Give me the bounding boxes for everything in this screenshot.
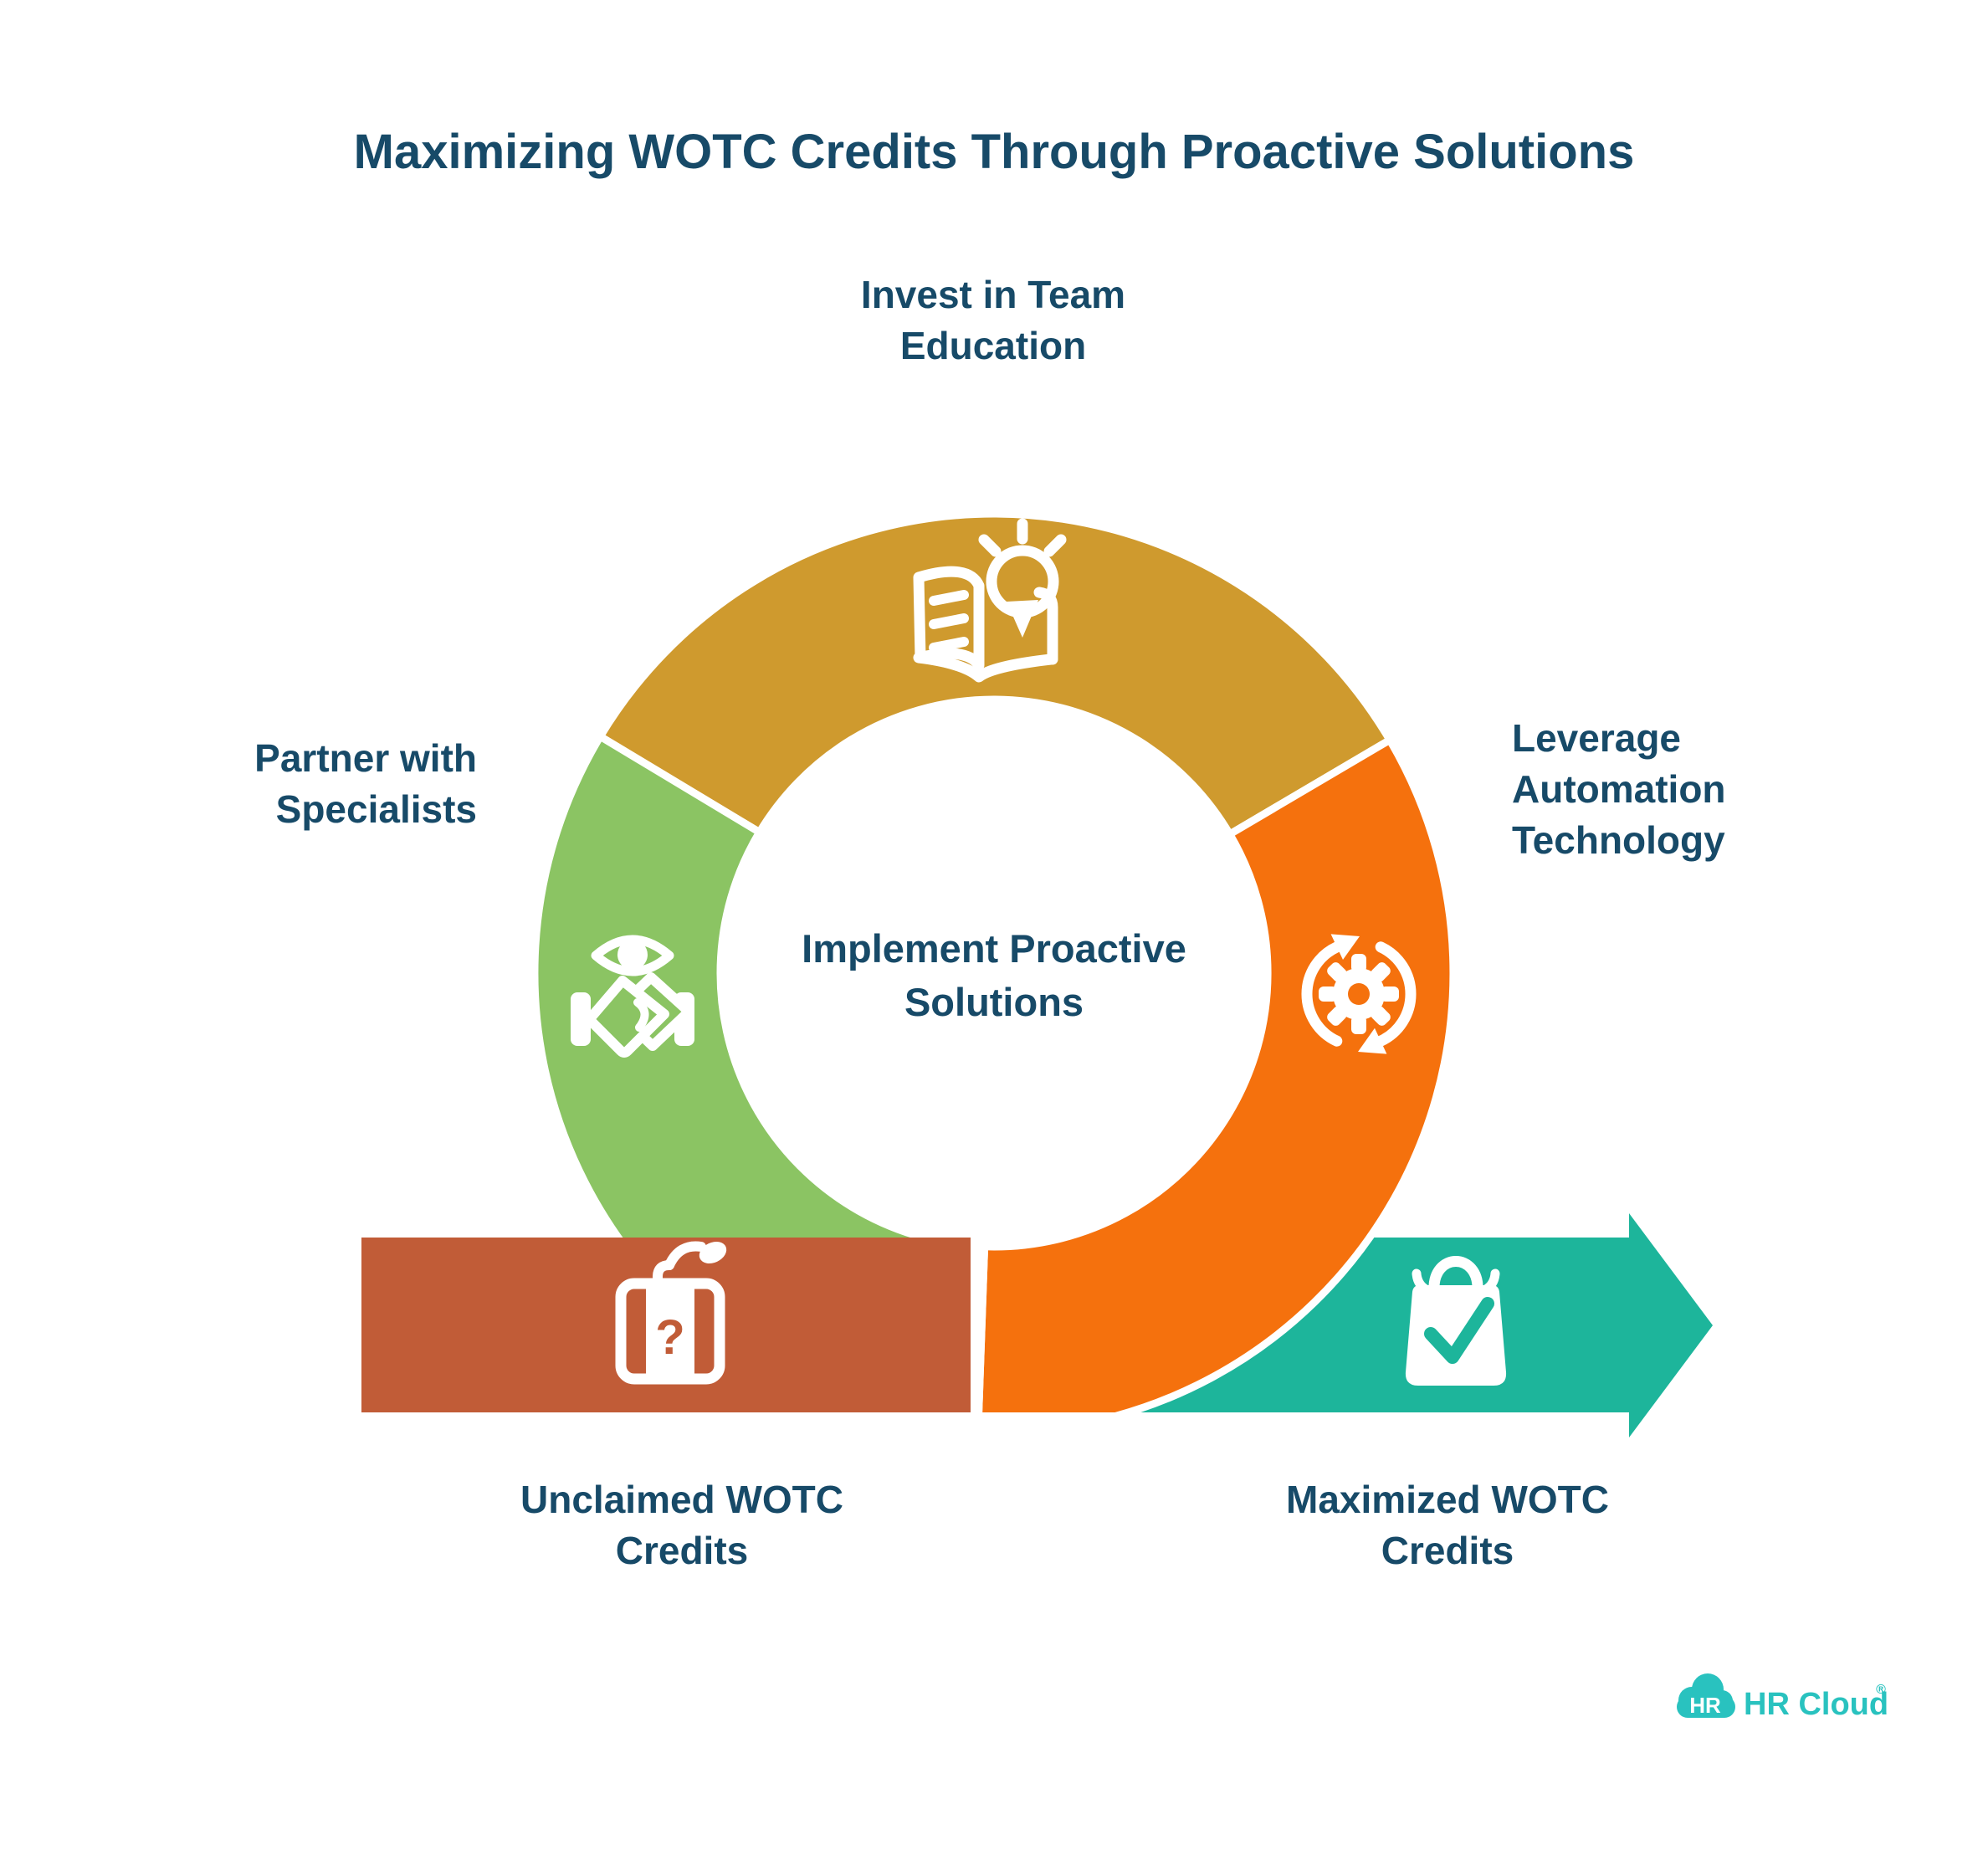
logo-wordmark: HR Cloud (1744, 1687, 1888, 1722)
hr-cloud-logo: HR HR Cloud ® (1677, 1673, 1888, 1722)
briefcase-question-icon: ? (615, 1241, 727, 1385)
logo-registered: ® (1876, 1683, 1886, 1697)
page-title: Maximizing WOTC Credits Through Proactiv… (353, 125, 1635, 179)
gear-sync-icon (1301, 934, 1417, 1054)
ring-segment-automation (975, 735, 1458, 1412)
logo-badge-text: HR (1689, 1693, 1721, 1718)
cloud-icon (1677, 1673, 1735, 1718)
label-implement-proactive-solutions: Implement Proactive Solutions (802, 926, 1186, 1024)
label-partner-with-specialists: Partner with Specialists (254, 736, 477, 831)
question-glyph: ? (655, 1310, 684, 1365)
label-maximized-wotc-credits: Maximized WOTC Credits (1286, 1478, 1609, 1572)
label-unclaimed-wotc-credits: Unclaimed WOTC Credits (520, 1478, 843, 1572)
segment-divider (971, 1238, 982, 1412)
label-leverage-automation-technology: Leverage Automation Technology (1512, 716, 1726, 862)
bag-check-icon (1405, 1256, 1507, 1386)
label-invest-team-education: Invest in Team Education (860, 273, 1126, 367)
book-lightbulb-icon (913, 518, 1067, 683)
handshake-eye-icon (571, 935, 694, 1058)
